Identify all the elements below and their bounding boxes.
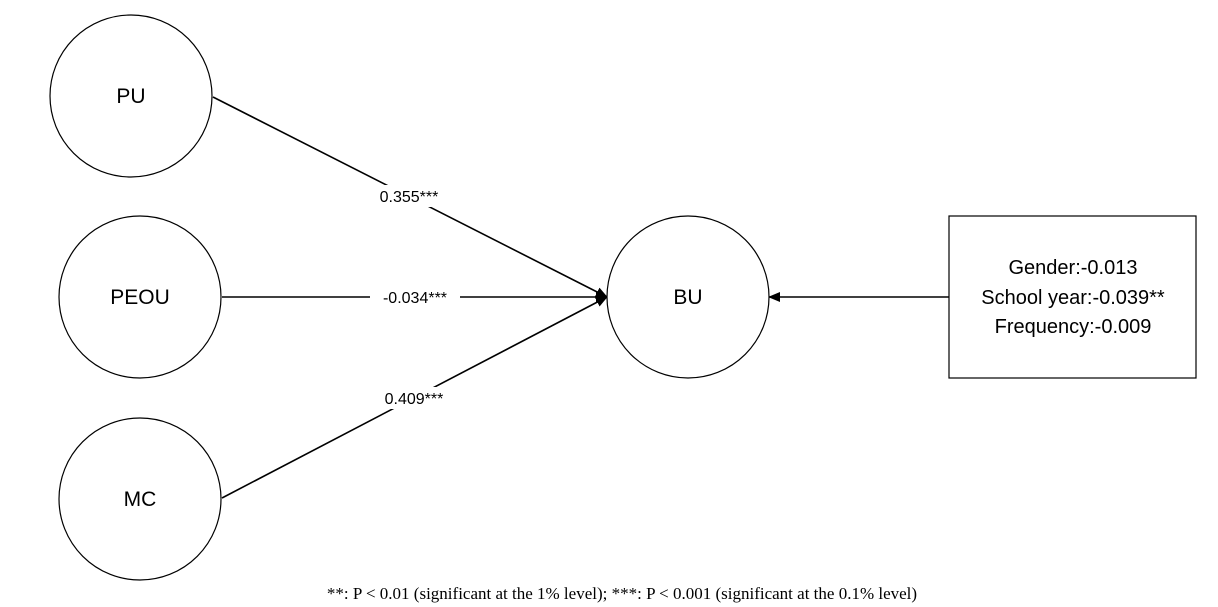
node-bu: BU — [606, 215, 770, 379]
path-coefficient-mc-bu: 0.409*** — [385, 391, 444, 408]
node-mc: MC — [58, 417, 222, 581]
node-pu: PU — [49, 14, 213, 178]
edge-label-bg-pu-bu — [368, 185, 450, 207]
path-coefficient-peou-bu: -0.034*** — [383, 290, 447, 307]
node-pu-label: PU — [116, 85, 145, 108]
path-coefficient-pu-bu: 0.355*** — [380, 189, 439, 206]
node-mc-label: MC — [124, 488, 157, 511]
significance-footnote: **: P < 0.01 (significant at the 1% leve… — [327, 584, 917, 603]
node-bu-label: BU — [673, 286, 702, 309]
control-gender: Gender:-0.013 — [1009, 257, 1138, 279]
control-frequency: Frequency:-0.009 — [995, 316, 1152, 338]
control-variables-box: Gender:-0.013 School year:-0.039** Frequ… — [948, 215, 1197, 379]
control-school-year: School year:-0.039** — [981, 287, 1165, 309]
node-peou-label: PEOU — [110, 286, 170, 309]
edge-label-bg-peou-bu — [370, 286, 460, 308]
edge-label-bg-mc-bu — [373, 387, 455, 409]
node-peou: PEOU — [58, 215, 222, 379]
